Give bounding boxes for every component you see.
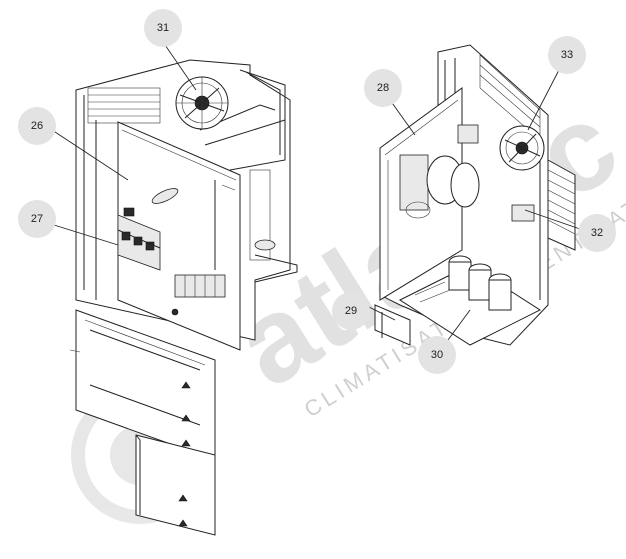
callout-29-label: 29 <box>345 305 357 317</box>
callout-26: 26 <box>18 107 56 145</box>
capacitor-board-30 <box>398 255 542 346</box>
callout-27: 27 <box>18 200 56 238</box>
lower-duct <box>135 434 216 536</box>
right-unit-assembly <box>374 44 576 346</box>
callout-27-label: 27 <box>31 213 43 225</box>
callout-33-label: 33 <box>561 49 573 61</box>
left-back-grille <box>87 87 161 124</box>
connector-strip <box>171 274 226 316</box>
fan-motor-right <box>499 125 545 171</box>
callout-29: 29 <box>332 292 370 330</box>
heatsink-32 <box>511 159 576 251</box>
left-unit-assembly <box>69 59 298 536</box>
callout-30: 30 <box>418 336 456 374</box>
fan-motor-left <box>175 76 229 130</box>
callout-31-label: 31 <box>157 22 169 34</box>
callout-32-label: 32 <box>591 227 603 239</box>
left-pipework <box>199 69 298 283</box>
callout-31: 31 <box>144 9 182 47</box>
inductor-group <box>399 124 480 219</box>
callout-30-label: 30 <box>431 349 443 361</box>
callout-33: 33 <box>548 36 586 74</box>
bracket-29 <box>374 304 411 346</box>
terminal-block-27 <box>117 207 161 271</box>
callouts: 31 26 27 28 33 32 <box>18 9 616 374</box>
callout-32: 32 <box>578 214 616 252</box>
callout-28: 28 <box>364 69 402 107</box>
callout-28-label: 28 <box>377 82 389 94</box>
callout-26-label: 26 <box>31 120 43 132</box>
